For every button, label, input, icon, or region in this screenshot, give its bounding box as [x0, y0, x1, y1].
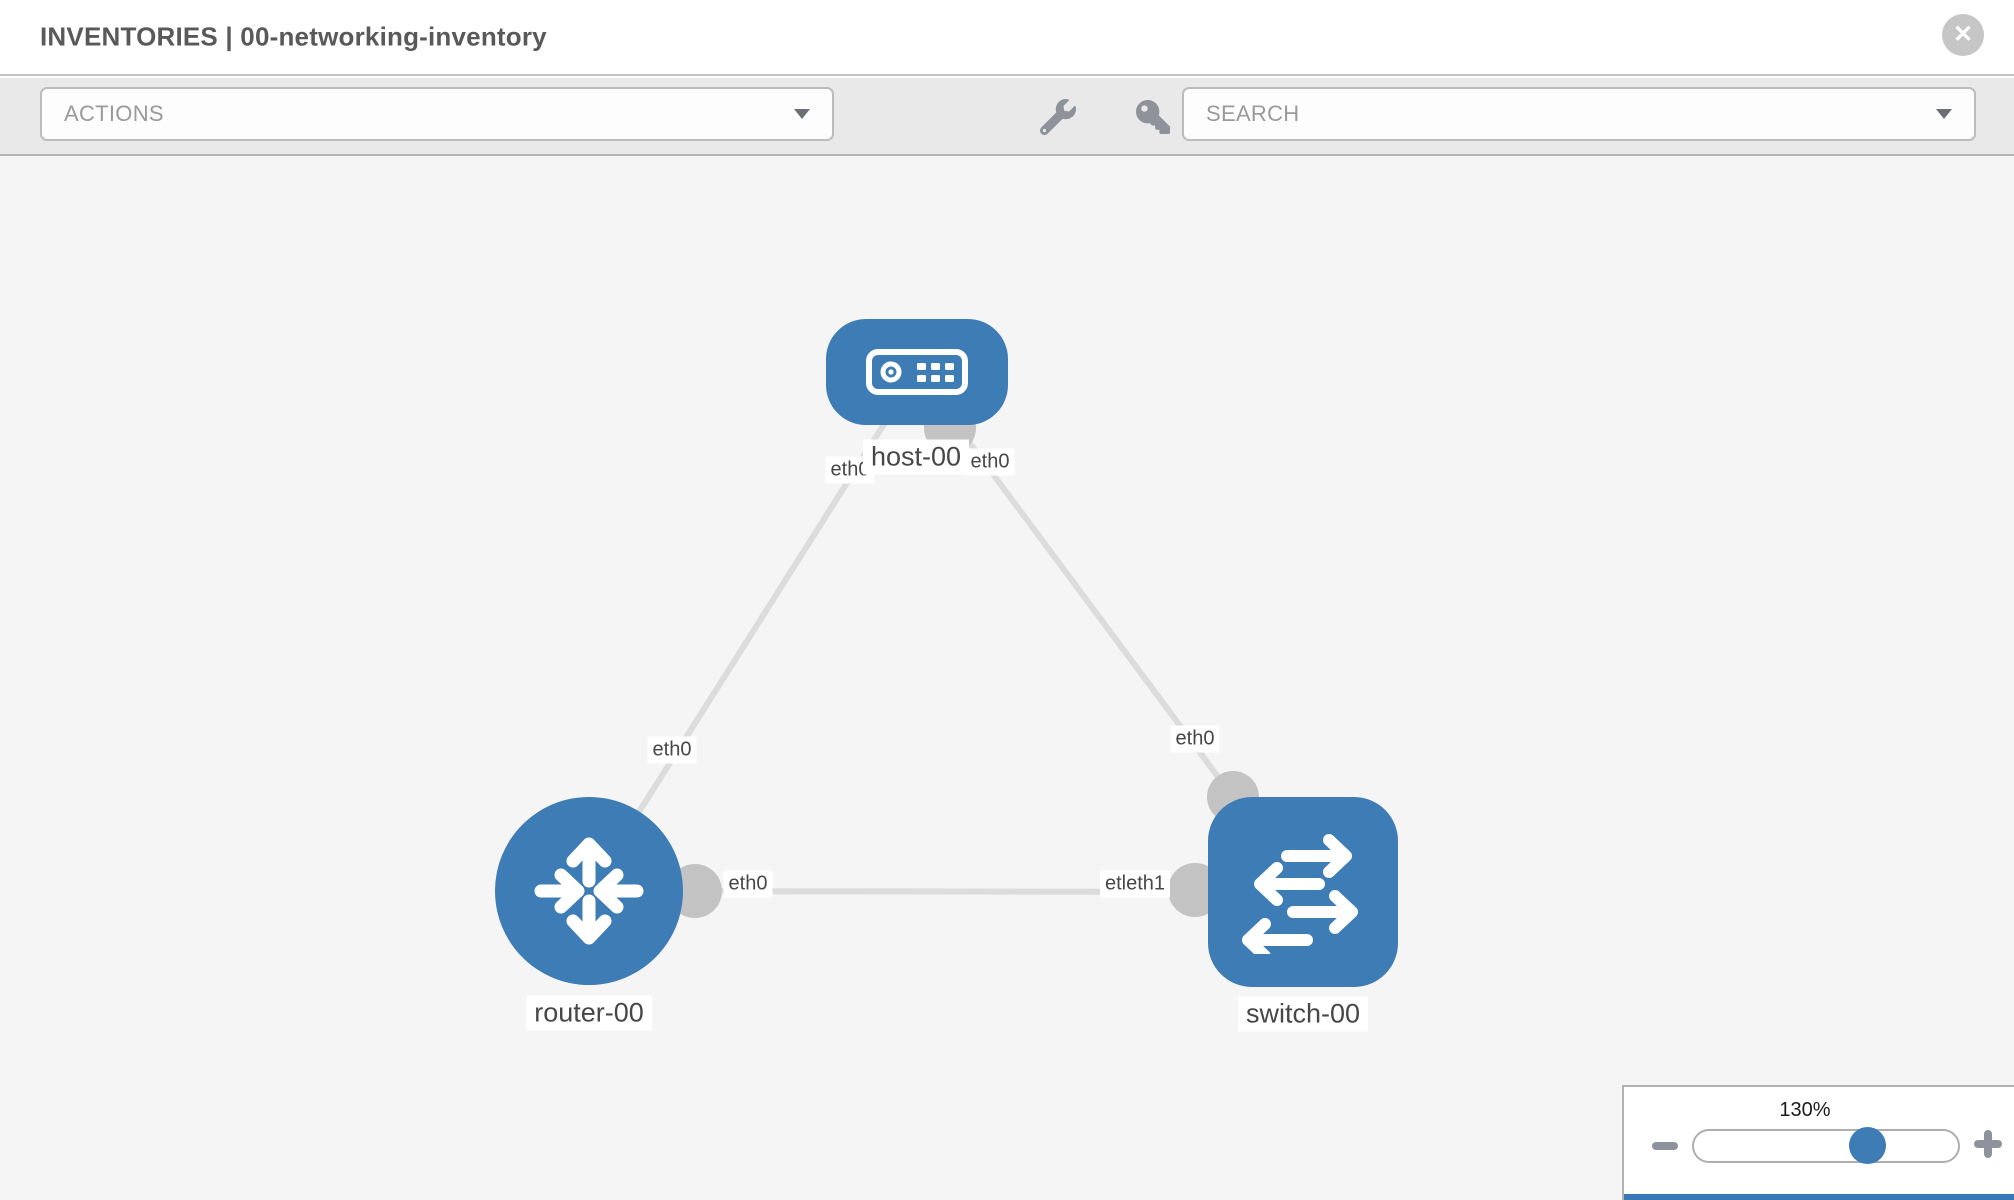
node-host-00[interactable]	[826, 319, 1008, 425]
topology-canvas[interactable]: host-00 router-00 switch-00 eth0 eth0 et…	[0, 156, 2014, 1200]
node-label-switch: switch-00	[1237, 996, 1369, 1032]
panel-accent-bar	[1624, 1194, 2014, 1200]
router-arrows-icon	[534, 837, 644, 945]
interface-label-router-top: eth0	[647, 736, 697, 764]
node-router-00[interactable]	[495, 797, 683, 985]
links-layer	[586, 370, 1304, 918]
interface-label-switch-top: eth0	[1170, 725, 1220, 753]
actions-dropdown-label: ACTIONS	[64, 101, 164, 126]
zoom-level-value: 130%	[1779, 1099, 1831, 1121]
node-switch-00[interactable]	[1208, 797, 1398, 987]
wrench-icon[interactable]	[1040, 99, 1076, 135]
zoom-panel: 130%	[1622, 1085, 2014, 1200]
switch-arrows-icon	[1242, 834, 1358, 954]
interface-label-switch-left: etleth1	[1099, 870, 1171, 898]
search-dropdown[interactable]: SEARCH	[1182, 87, 1976, 141]
search-placeholder: SEARCH	[1206, 101, 1300, 126]
page-title: INVENTORIES | 00-networking-inventory	[40, 21, 547, 52]
key-icon[interactable]	[1136, 100, 1170, 134]
toolbar-icons	[1040, 78, 1170, 156]
header: INVENTORIES | 00-networking-inventory ✕	[0, 0, 2014, 76]
zoom-slider-thumb[interactable]	[1849, 1127, 1886, 1164]
close-icon[interactable]: ✕	[1942, 14, 1984, 56]
interface-label-host-right: eth0	[965, 448, 1015, 476]
chevron-down-icon	[1936, 109, 1952, 119]
zoom-out-minus-icon[interactable]	[1652, 1142, 1678, 1150]
toolbar: ACTIONS SEARCH	[0, 78, 2014, 156]
node-label-host: host-00	[862, 439, 970, 475]
zoom-slider-row	[1624, 1127, 2014, 1167]
chevron-down-icon	[794, 109, 810, 119]
server-icon	[866, 349, 968, 395]
interface-label-router-right: eth0	[723, 870, 773, 898]
zoom-slider-track[interactable]	[1692, 1127, 1960, 1164]
zoom-in-plus-icon[interactable]	[1974, 1129, 2002, 1158]
actions-dropdown[interactable]: ACTIONS	[40, 87, 834, 141]
node-label-router: router-00	[526, 995, 652, 1031]
